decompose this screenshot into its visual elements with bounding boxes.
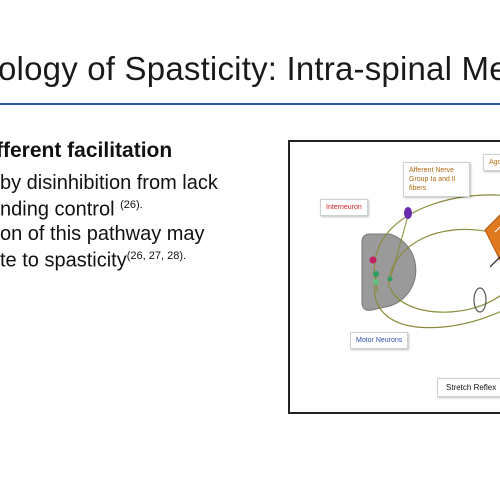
body-line-2-text: nding control: [0, 198, 121, 221]
muscle-fiber-line-2: [494, 226, 500, 233]
body-line-1-text: by disinhibition from lack: [0, 172, 218, 194]
citation-26-27-28: (26, 27, 28).: [126, 250, 187, 262]
stretch-reflex-label: Stretch Reflex: [437, 378, 500, 397]
reflex-diagram: [361, 194, 500, 329]
title-underline: [0, 103, 500, 105]
interneuron-label: Interneuron: [320, 199, 368, 216]
motor-neuron-body-2: [373, 279, 379, 285]
agonist-muscle: [484, 214, 500, 261]
body-line-3: on of this pathway may: [0, 223, 205, 245]
body-line-4: te to spasticity(26, 27, 28).: [0, 245, 186, 272]
afferent-neuron-body: [404, 207, 412, 219]
motor-neurons-label: Motor Neurons: [350, 332, 409, 349]
afferent-nerve-label: Afferent Nerve Group Ia and II fibers: [403, 162, 470, 197]
interneuron-body: [369, 256, 377, 264]
body-line-3-text: on of this pathway may: [0, 223, 205, 245]
efferent-nerve-inner: [389, 286, 500, 313]
body-line-4-text: te to spasticity: [0, 249, 127, 272]
efferent-nerve-lower: [374, 276, 500, 329]
citation-26: (26).: [120, 199, 143, 211]
afferent-fiber-line: [387, 215, 409, 288]
motor-neuron-body-1: [373, 271, 379, 277]
muscle-fiber-line: [489, 256, 500, 268]
agonist-label: Agon: [483, 154, 500, 171]
muscle-spindle: [473, 287, 487, 313]
body-line-2: nding control (26).: [0, 194, 143, 221]
body-line-1: by disinhibition from lack: [0, 172, 218, 194]
stretch-reflex-figure: Interneuron Afferent Nerve Group Ia and …: [288, 140, 500, 414]
spinal-cord-section: [361, 233, 417, 311]
motor-neuron-body-3: [387, 276, 393, 282]
slide-title: ology of Spasticity: Intra-spinal Me: [0, 50, 500, 87]
afferent-nerve-inner: [387, 228, 491, 283]
section-heading: fferent facilitation: [0, 139, 173, 162]
